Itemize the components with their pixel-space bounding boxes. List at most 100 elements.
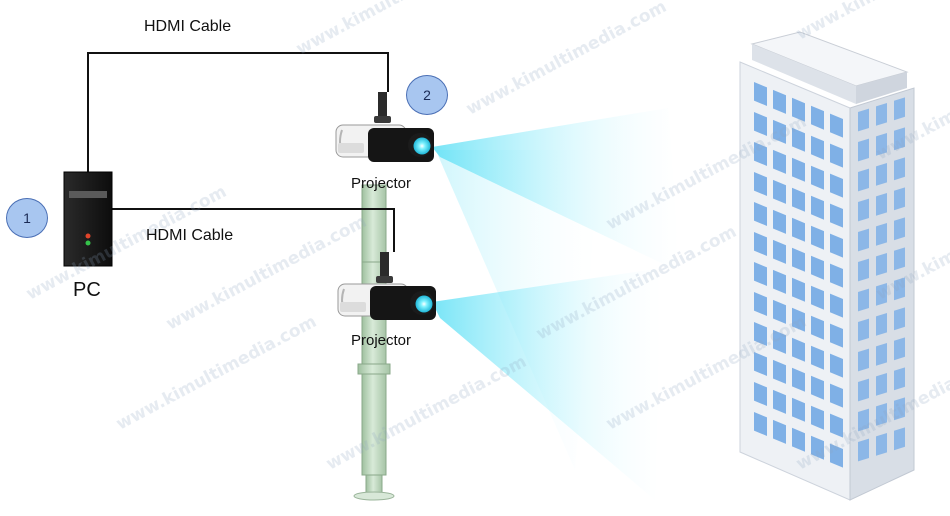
building-window [858,258,869,282]
projector-bottom-icon [337,252,436,320]
building-window [894,277,905,301]
building-window [858,438,869,462]
building-window [830,143,843,168]
building-window [773,149,786,174]
building-window [830,113,843,138]
building-window [876,283,887,306]
building-window [754,82,767,106]
building-window [894,307,905,331]
building-window [754,412,767,436]
building-window [876,313,887,336]
building-window [792,187,805,212]
pc-label: PC [73,279,101,301]
building-window [754,202,767,226]
hdmi-cable-top [87,52,389,172]
building-window [754,292,767,316]
building-window [773,209,786,234]
building-window [792,397,805,422]
building-window [894,247,905,271]
building-window [811,165,824,190]
building-window [773,359,786,384]
hdmi-cable-bottom [112,208,395,252]
building-window [830,323,843,348]
watermark-text: www.kimultimedia.com [323,352,530,475]
building-window [858,228,869,252]
hdmi-cable-label-top: HDMI Cable [144,18,232,35]
building-window [858,288,869,312]
projector-label-top: Projector [351,175,412,192]
building-window [754,382,767,406]
building-window [876,433,887,456]
building-window [811,315,824,340]
hdmi-cable-label-bottom: HDMI Cable [146,227,234,244]
building-window [894,397,905,421]
building-window [754,172,767,196]
building-window [830,353,843,378]
building-window [894,97,905,121]
building-window [811,375,824,400]
building-windows-right [858,97,905,462]
projector-top-icon [335,92,434,162]
building-window [876,193,887,216]
building-window [830,443,843,468]
building-window [792,337,805,362]
building-window [773,119,786,144]
building-window [773,179,786,204]
building-window [894,337,905,361]
building-window [811,345,824,370]
building-window [773,239,786,264]
building-window [754,352,767,376]
building-window [858,168,869,192]
building-window [894,187,905,211]
building-window [858,348,869,372]
building-window [811,105,824,130]
building-window [773,329,786,354]
building-window [830,293,843,318]
building-window [754,142,767,166]
building-window [876,163,887,186]
building-window [792,97,805,122]
building-window [894,427,905,451]
building-window [792,217,805,242]
building-window [830,173,843,198]
mounting-pole [353,184,395,501]
building-window [773,389,786,414]
building-window [858,408,869,432]
building-window [876,403,887,426]
watermark-text: www.kimultimedia.com [293,0,500,59]
building-window [811,135,824,160]
building-window [811,285,824,310]
building-window [792,427,805,452]
building-window [792,307,805,332]
building-icon [739,31,915,501]
building-window [792,277,805,302]
building-window [876,133,887,156]
building-windows-left [754,82,843,468]
building-window [811,195,824,220]
building-window [830,413,843,438]
watermark-text: www.kimultimedia.com [113,312,320,435]
building-window [876,223,887,246]
building-window [830,233,843,258]
building-window [830,203,843,228]
building-window [754,232,767,256]
building-window [754,322,767,346]
building-window [858,138,869,162]
building-window [773,299,786,324]
building-window [876,103,887,126]
building-window [830,263,843,288]
building-window [894,217,905,241]
building-window [876,373,887,396]
building-window [773,89,786,114]
building-window [811,405,824,430]
watermark-text: www.kimultimedia.com [463,0,670,119]
projector-label-bottom: Projector [351,332,412,349]
building-window [858,378,869,402]
building-window [830,383,843,408]
building-window [792,127,805,152]
building-window [773,269,786,294]
building-window [811,435,824,460]
building-window [754,262,767,286]
